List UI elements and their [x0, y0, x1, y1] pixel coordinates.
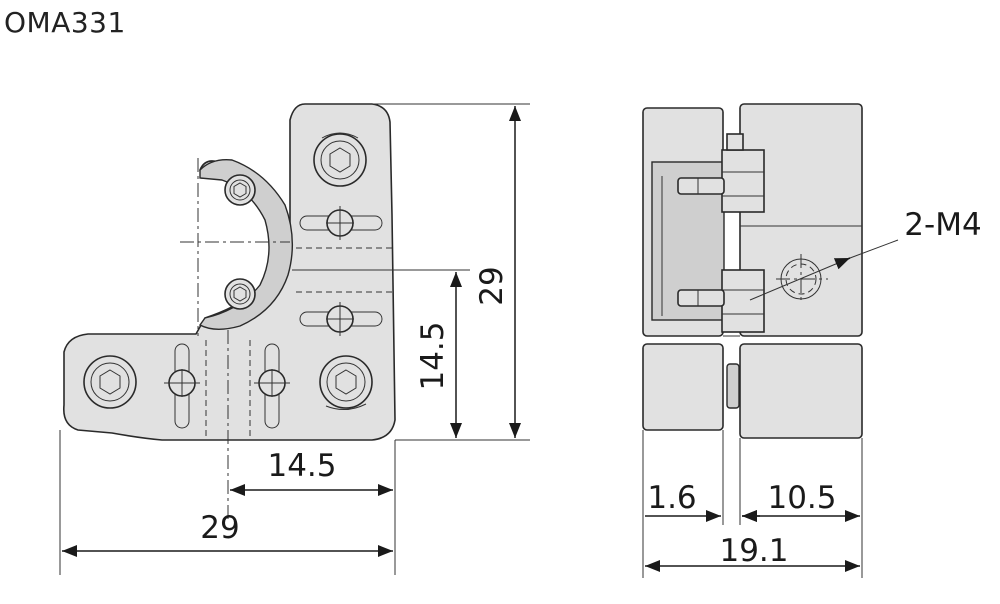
- cap-screw-bottom-right: [319, 355, 373, 410]
- slot-pin-upper: [299, 206, 383, 240]
- side-view: 2-M4 1.6 10.5 19.1: [642, 103, 982, 578]
- dim-right-block: 10.5: [767, 480, 836, 516]
- dim-width-total: 29: [200, 510, 239, 546]
- slot-pin-middle: [299, 302, 383, 336]
- clamp-screw-lower: [224, 278, 256, 310]
- thread-callout: 2-M4: [904, 207, 981, 243]
- clamp-screw-upper: [224, 174, 256, 206]
- cap-screw-bottom-left: [83, 355, 137, 409]
- clamp-arm: [198, 159, 294, 330]
- side-left-plate-lower: [642, 343, 724, 431]
- dim-total-depth: 19.1: [719, 533, 788, 569]
- dim-height-half: 14.5: [415, 321, 451, 390]
- front-view: 29 14.5 14.5 29: [59, 103, 530, 575]
- drawing-title: OMA331: [4, 6, 126, 39]
- dim-height-total: 29: [474, 266, 510, 305]
- side-right-block-upper: [739, 103, 863, 337]
- dim-width-half: 14.5: [267, 448, 336, 484]
- slot-pin-bottom-left: [164, 343, 200, 429]
- cap-screw-top: [313, 132, 367, 187]
- side-right-block-lower: [739, 343, 863, 439]
- slot-pin-bottom-right: [254, 343, 290, 429]
- dim-gap: 1.6: [647, 480, 696, 516]
